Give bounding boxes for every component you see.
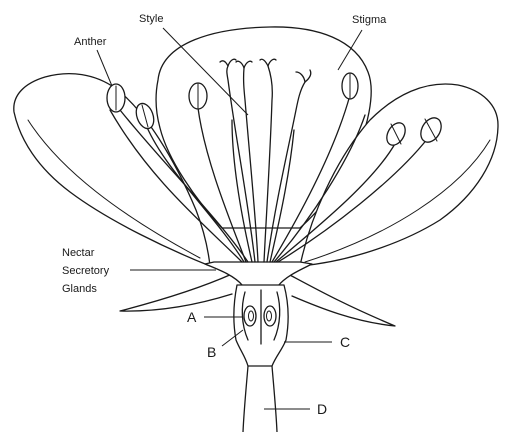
label-d: D — [317, 401, 327, 417]
label-nectar-line1: Nectar — [62, 247, 95, 259]
label-stigma: Stigma — [352, 14, 387, 26]
ovule-left — [244, 306, 256, 326]
anther-4 — [342, 73, 358, 99]
label-anther: Anther — [74, 36, 107, 48]
label-b: B — [207, 344, 216, 360]
ovule-right — [264, 306, 276, 326]
sepal-right — [288, 274, 395, 326]
label-nectar-line2: Secretory — [62, 265, 110, 277]
anther-1 — [107, 84, 125, 112]
pedicel — [243, 366, 248, 432]
anther-3 — [189, 83, 207, 109]
label-c: C — [340, 334, 350, 350]
label-a: A — [187, 309, 197, 325]
label-nectar-line3: Glands — [62, 283, 97, 295]
sepal-left — [120, 274, 232, 311]
label-style: Style — [139, 13, 163, 25]
